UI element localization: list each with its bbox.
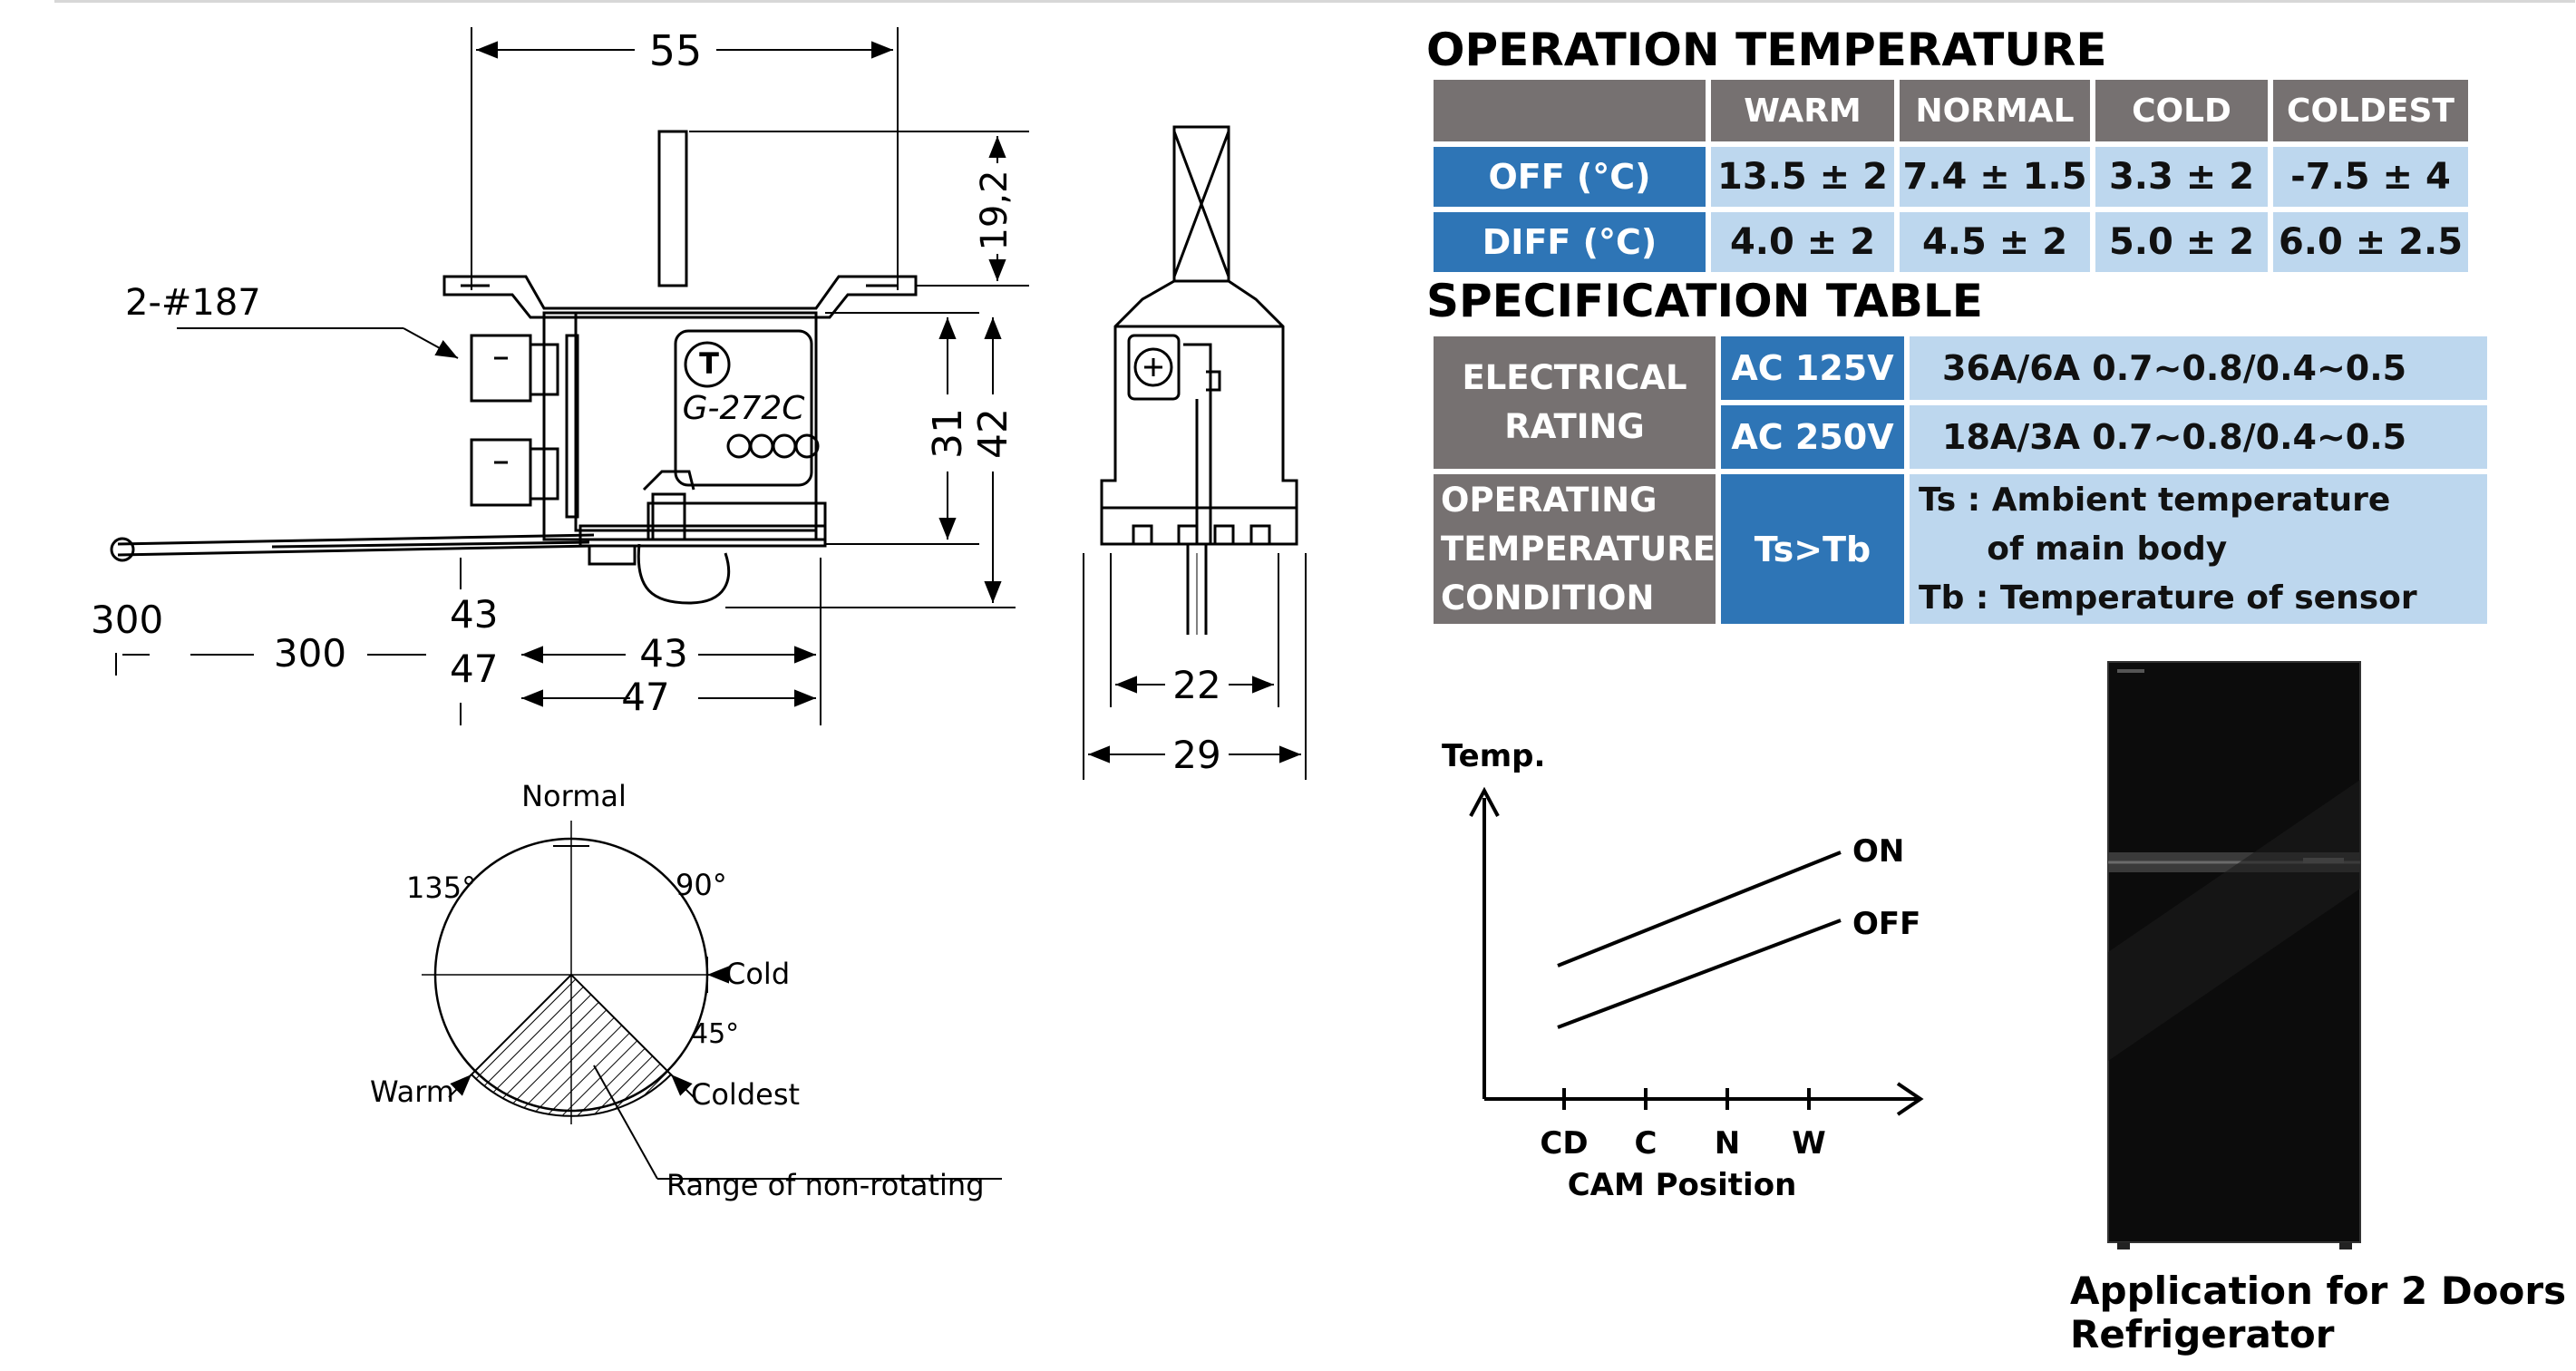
side-view (1100, 125, 1298, 635)
chart-ylabel: Temp. (1442, 738, 1545, 774)
header-coldest: COLDEST (2273, 80, 2468, 141)
dim-22-29 (1083, 553, 1307, 780)
table-corner (1434, 80, 1706, 141)
dim-55 (471, 27, 899, 290)
terminal-callout (177, 327, 459, 359)
ac250-value: 18A/3A 0.7~0.8/0.4~0.5 (1910, 405, 2488, 469)
specification-table-title: SPECIFICATION TABLE (1426, 275, 1983, 327)
off-line (1557, 919, 1842, 1029)
operating-condition-line2: TEMPERATURE (1441, 529, 1716, 569)
dim-bottom (115, 558, 821, 725)
top-divider (54, 0, 2575, 3)
dim-19 (689, 131, 1029, 287)
caption-line2: Refrigerator (2070, 1312, 2335, 1356)
application-caption: Application for 2 Doors Refrigerator (2070, 1269, 2566, 1356)
dial-non-rotating: Range of non-rotating (666, 1168, 985, 1202)
chart-off-label: OFF (1852, 906, 1920, 942)
dim-31-42 (725, 312, 1016, 608)
dial-135: 135° (406, 870, 476, 905)
electrical-rating-label: ELECTRICAL RATING (1434, 336, 1716, 469)
dim-31-label: 31 (925, 408, 971, 459)
operation-temperature-table: WARM NORMAL COLD COLDEST OFF (°C) 13.5 ±… (1428, 74, 2474, 277)
note-tb: Tb : Temperature of sensor (1919, 579, 2417, 617)
condition-notes: Ts : Ambient temperature of main body Tb… (1910, 474, 2488, 624)
dim-22-label: 22 (1172, 663, 1220, 707)
chart-tick-cd: CD (1540, 1125, 1588, 1162)
dial-45: 45° (691, 1018, 739, 1050)
table-row: DIFF (°C) 4.0 ± 2 4.5 ± 2 5.0 ± 2 6.0 ± … (1434, 212, 2468, 272)
refrigerator-image (2107, 661, 2361, 1249)
ac125-value: 36A/6A 0.7~0.8/0.4~0.5 (1910, 336, 2488, 400)
terminal-label: 2-#187 (125, 282, 261, 324)
note-main-body: of main body (1919, 530, 2228, 568)
condition-value: Ts>Tb (1721, 474, 1905, 624)
header-cold: COLD (2095, 80, 2268, 141)
cell-diff-normal: 4.5 ± 2 (1900, 212, 2090, 272)
dial-90: 90° (676, 868, 727, 902)
row-label-diff: DIFF (°C) (1434, 212, 1706, 272)
chart-xlabel: CAM Position (1568, 1167, 1797, 1203)
operating-condition-line1: OPERATING (1441, 480, 1657, 520)
cell-diff-warm: 4.0 ± 2 (1711, 212, 1894, 272)
dim-29-label: 29 (1172, 733, 1220, 777)
brand-mark: T (699, 346, 719, 381)
chart-on-label: ON (1852, 833, 1904, 870)
specification-table: ELECTRICAL RATING AC 125V 36A/6A 0.7~0.8… (1428, 331, 2493, 629)
operating-condition-line3: CONDITION (1441, 578, 1655, 617)
dial-normal: Normal (521, 779, 627, 813)
chart-tick-c: C (1635, 1125, 1657, 1162)
cam-dial (422, 821, 1002, 1180)
table-row: OFF (°C) 13.5 ± 2 7.4 ± 1.5 3.3 ± 2 -7.5… (1434, 147, 2468, 207)
dial-coldest: Coldest (691, 1077, 800, 1112)
chart-tick-w: W (1792, 1125, 1826, 1162)
front-view (110, 130, 918, 605)
table-row: ELECTRICAL RATING AC 125V 36A/6A 0.7~0.8… (1434, 336, 2488, 469)
cell-off-cold: 3.3 ± 2 (2095, 147, 2268, 207)
caption-line1: Application for 2 Doors (2070, 1269, 2567, 1313)
header-normal: NORMAL (1900, 80, 2090, 141)
dim-19-label: 19,2 (974, 170, 1016, 250)
cell-off-coldest: -7.5 ± 4 (2273, 147, 2468, 207)
side-label-300: 300 (91, 598, 163, 642)
chart-tick-n: N (1715, 1125, 1740, 1162)
dial-cold: Cold (725, 957, 790, 991)
table-row: OPERATING TEMPERATURE CONDITION Ts>Tb Ts… (1434, 474, 2488, 624)
ac250-label: AC 250V (1721, 405, 1905, 469)
model-label: G-272C (683, 390, 806, 427)
cam-chart (1469, 786, 1924, 1116)
dim-42-label: 42 (970, 408, 1016, 459)
cell-diff-coldest: 6.0 ± 2.5 (2273, 212, 2468, 272)
row-label-off: OFF (°C) (1434, 147, 1706, 207)
on-line (1557, 851, 1842, 967)
operation-temperature-title: OPERATION TEMPERATURE (1426, 24, 2107, 76)
side-label-47: 47 (450, 647, 498, 691)
electrical-rating-line2: RATING (1504, 407, 1645, 446)
cell-off-warm: 13.5 ± 2 (1711, 147, 1894, 207)
dim-47-label: 47 (621, 675, 669, 719)
table-row: AC 250V 18A/3A 0.7~0.8/0.4~0.5 (1434, 405, 2488, 469)
ac125-label: AC 125V (1721, 336, 1905, 400)
note-ts: Ts : Ambient temperature (1919, 481, 2391, 519)
cell-diff-cold: 5.0 ± 2 (2095, 212, 2268, 272)
dim-43-label: 43 (639, 631, 687, 676)
operating-condition-label: OPERATING TEMPERATURE CONDITION (1434, 474, 1716, 624)
dim-300-label: 300 (274, 631, 346, 676)
dial-warm: Warm (370, 1074, 454, 1109)
side-label-43: 43 (450, 592, 498, 637)
header-warm: WARM (1711, 80, 1894, 141)
electrical-rating-line1: ELECTRICAL (1462, 358, 1687, 397)
dim-55-label: 55 (649, 26, 703, 75)
cell-off-normal: 7.4 ± 1.5 (1900, 147, 2090, 207)
